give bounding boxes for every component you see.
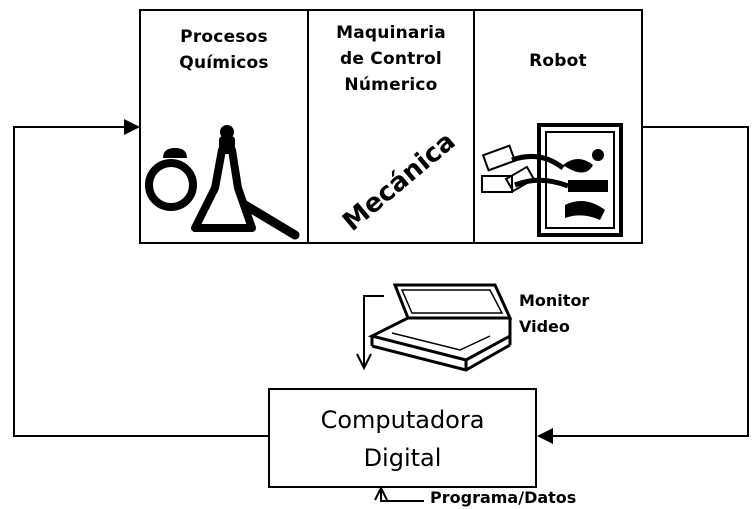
input-arrow-line xyxy=(380,489,424,502)
computer-line1: Computadora xyxy=(320,406,485,434)
right-arrow-head xyxy=(537,428,553,444)
chemical-process-line1: Procesos xyxy=(180,27,268,47)
program-data-label: Programa/Datos xyxy=(430,488,577,507)
cnc-machinery-line3: Númerico xyxy=(344,75,438,95)
monitor-video-line2: Video xyxy=(519,317,570,336)
left-arrow-head xyxy=(124,119,140,135)
flask-icon xyxy=(145,125,300,240)
chemical-process-label: Procesos Químicos xyxy=(140,24,308,76)
cnc-machinery-line1: Maquinaria xyxy=(336,23,446,43)
right-feedback-line xyxy=(552,126,749,437)
monitor-video-line1: Monitor xyxy=(519,291,590,310)
monitor-arrow-head xyxy=(356,353,372,371)
computer-line2: Digital xyxy=(363,444,442,472)
chemical-process-line2: Químicos xyxy=(179,53,269,73)
cnc-machinery-line2: de Control xyxy=(340,49,442,69)
robot-label-text: Robot xyxy=(529,51,587,71)
digital-computer-box: Computadora Digital xyxy=(268,388,537,488)
mechanics-label: Mecánica xyxy=(337,126,461,237)
left-feedback-line xyxy=(13,126,268,437)
input-arrow-head xyxy=(374,485,388,501)
monitor-arrow-line xyxy=(363,295,384,366)
cnc-machinery-label: Maquinaria de Control Númerico xyxy=(308,20,474,98)
monitor-terminal-icon xyxy=(367,283,513,372)
robot-label: Robot xyxy=(474,48,642,74)
monitor-video-label: Monitor Video xyxy=(519,288,589,340)
robot-arm-icon xyxy=(481,123,623,237)
